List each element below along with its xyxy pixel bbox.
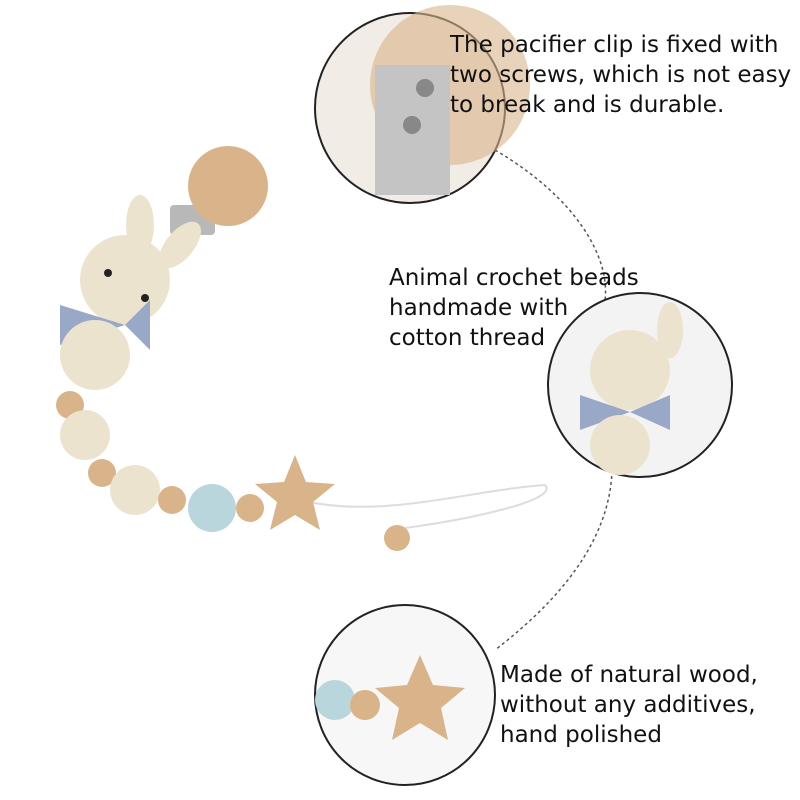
caption-line: to break and is durable. bbox=[450, 92, 725, 118]
blue-crochet-bead bbox=[188, 484, 236, 532]
caption-line: hand polished bbox=[500, 722, 662, 748]
bunny-ear bbox=[159, 221, 201, 269]
caption-line: two screws, which is not easy bbox=[450, 62, 792, 88]
detail-clip-screws bbox=[314, 5, 530, 204]
caption-crochet: Animal crochet beads handmade with cotto… bbox=[389, 263, 639, 353]
pacifier-clip-product bbox=[56, 146, 548, 551]
string-loop bbox=[299, 483, 548, 531]
bunny-head bbox=[80, 235, 170, 325]
detail-wood-star bbox=[314, 604, 496, 786]
wood-bead bbox=[384, 525, 410, 551]
bunny-eye bbox=[141, 294, 149, 302]
caption-line: cotton thread bbox=[389, 325, 546, 351]
dashed-connector bbox=[494, 149, 613, 651]
wood-ball bbox=[188, 146, 268, 226]
detail-crochet-bunny bbox=[547, 292, 733, 478]
crochet-bead bbox=[110, 465, 160, 515]
wood-bead bbox=[158, 486, 186, 514]
caption-line: Made of natural wood, bbox=[500, 662, 758, 688]
caption-wood: Made of natural wood, without any additi… bbox=[500, 660, 758, 750]
bunny-body bbox=[60, 320, 130, 390]
screw bbox=[416, 79, 434, 97]
caption-line: handmade with bbox=[389, 295, 569, 321]
caption-line: Animal crochet beads bbox=[389, 265, 639, 291]
bunny-eye bbox=[104, 269, 112, 277]
caption-clip: The pacifier clip is fixed with two scre… bbox=[450, 30, 791, 120]
caption-line: The pacifier clip is fixed with bbox=[450, 32, 779, 58]
wood-bead bbox=[236, 494, 264, 522]
wood-bead bbox=[88, 459, 116, 487]
crochet-bead bbox=[60, 410, 110, 460]
screw bbox=[403, 116, 421, 134]
caption-line: without any additives, bbox=[500, 692, 756, 718]
wood-star bbox=[255, 455, 335, 530]
